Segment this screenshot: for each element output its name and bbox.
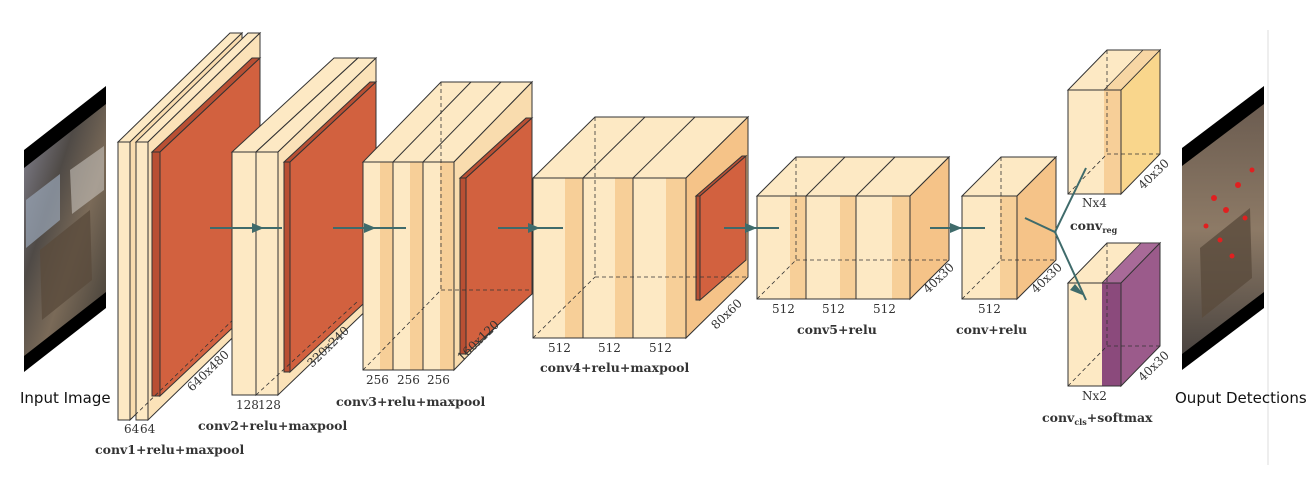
block1-channel-1: 64 <box>124 422 140 436</box>
block5-channel-3: 512 <box>873 302 896 316</box>
block3-channel-3: 256 <box>427 373 450 387</box>
block3-channel-1: 256 <box>366 373 389 387</box>
input-image-label: Input Image <box>20 389 111 407</box>
head-cls-label: Nx2 <box>1082 389 1107 403</box>
input-image <box>24 86 106 372</box>
block5-channel-1: 512 <box>772 302 795 316</box>
block1-channel-2: 64 <box>140 422 156 436</box>
block2-channel-2: 128 <box>258 398 281 412</box>
block1-caption: conv1+relu+maxpool <box>95 442 245 457</box>
output-detections-label: Ouput Detections <box>1175 389 1306 407</box>
arrow-5-head-icon <box>950 223 962 233</box>
block3-caption: conv3+relu+maxpool <box>336 394 486 409</box>
block4-caption: conv4+relu+maxpool <box>540 360 690 375</box>
block-conv4: 512 512 512 80x60 conv4+relu+maxpool <box>531 115 750 375</box>
head-cls-caption: convcls+softmax <box>1042 410 1153 427</box>
block-conv-relu: 512 40x30 conv+relu <box>956 155 1065 337</box>
flow-arrows <box>210 167 1087 301</box>
block6-channel-1: 512 <box>978 302 1001 316</box>
block2-caption: conv2+relu+maxpool <box>198 418 348 433</box>
block-conv5: 512 512 512 40x30 conv5+relu <box>755 155 957 337</box>
block4-channel-1: 512 <box>548 341 571 355</box>
block-conv3: 256 256 256 160x120 conv3+relu+maxpool <box>336 80 534 409</box>
block4-channel-3: 512 <box>649 341 672 355</box>
head-reg-caption: convreg <box>1070 218 1118 235</box>
head-cls: Nx2 40x30 convcls+softmax <box>1042 241 1172 427</box>
block6-caption: conv+relu <box>956 322 1027 337</box>
block3-channel-2: 256 <box>397 373 420 387</box>
arrow-1-head-icon <box>252 223 264 233</box>
arrow-3-head-icon <box>528 223 540 233</box>
arrow-cls-head-icon <box>1070 284 1085 296</box>
block5-caption: conv5+relu <box>797 322 877 337</box>
output-image <box>1182 86 1264 370</box>
block4-channel-2: 512 <box>598 341 621 355</box>
block5-channel-2: 512 <box>822 302 845 316</box>
arrow-4-head-icon <box>745 223 757 233</box>
block2-channel-1: 128 <box>236 398 259 412</box>
head-reg: Nx4 40x30 convreg <box>1066 48 1172 235</box>
head-reg-label: Nx4 <box>1082 196 1107 210</box>
arrow-branch-cls <box>1054 231 1087 301</box>
arrow-2-head-icon <box>364 223 376 233</box>
